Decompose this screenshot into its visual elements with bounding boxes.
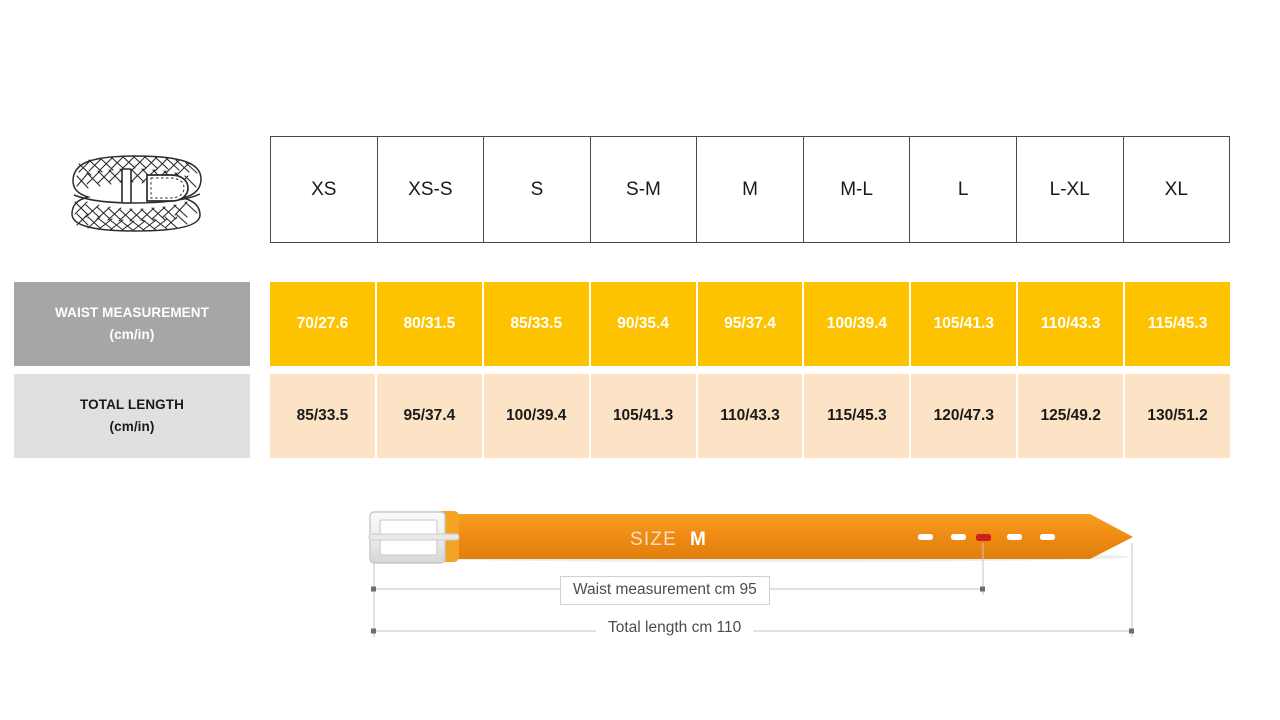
length-cell-2: 100/39.4 bbox=[483, 374, 591, 458]
row-label-waist-unit: (cm/in) bbox=[109, 327, 155, 342]
row-spacer bbox=[250, 374, 270, 458]
size-header-cell-3: S-M bbox=[591, 137, 698, 242]
length-cell-0: 85/33.5 bbox=[270, 374, 377, 458]
row-label-length-unit: (cm/in) bbox=[109, 419, 155, 434]
row-label-waist-measurement: WAIST MEASUREMENT (cm/in) bbox=[14, 282, 250, 366]
belt-hole-1 bbox=[918, 534, 933, 540]
belt-measurement-diagram bbox=[0, 495, 1280, 655]
row-cells-waist: 70/27.6 80/31.5 85/33.5 90/35.4 95/37.4 … bbox=[270, 282, 1231, 366]
size-header-cell-4: M bbox=[697, 137, 804, 242]
waist-cell-6: 105/41.3 bbox=[911, 282, 1019, 366]
length-cell-3: 105/41.3 bbox=[590, 374, 698, 458]
belt-hole-2 bbox=[951, 534, 966, 540]
waist-cell-2: 85/33.5 bbox=[483, 282, 591, 366]
size-header-cell-1: XS-S bbox=[378, 137, 485, 242]
belt-buckle-oval bbox=[146, 174, 189, 202]
size-header-cell-0: XS bbox=[271, 137, 378, 242]
row-spacer bbox=[250, 282, 270, 366]
total-length-label: Total length cm 110 bbox=[596, 617, 754, 639]
length-cell-4: 110/43.3 bbox=[697, 374, 805, 458]
waist-cell-7: 110/43.3 bbox=[1018, 282, 1126, 366]
row-label-waist-title: WAIST MEASUREMENT bbox=[55, 304, 209, 320]
size-header-cell-6: L bbox=[910, 137, 1017, 242]
length-cell-8: 130/51.2 bbox=[1125, 374, 1231, 458]
belt-buckle bbox=[368, 511, 460, 564]
waist-cell-3: 90/35.4 bbox=[590, 282, 698, 366]
braided-belt-icon bbox=[71, 155, 202, 232]
length-cell-5: 115/45.3 bbox=[804, 374, 912, 458]
belt-diagram-svg bbox=[368, 511, 1134, 637]
row-label-total-length: TOTAL LENGTH (cm/in) bbox=[14, 374, 250, 458]
belt-holes bbox=[918, 534, 1055, 541]
waist-cell-0: 70/27.6 bbox=[270, 282, 377, 366]
belt-hole-5 bbox=[1040, 534, 1055, 540]
table-row-total-length: TOTAL LENGTH (cm/in) 85/33.5 95/37.4 100… bbox=[14, 374, 1231, 458]
row-label-length-title: TOTAL LENGTH bbox=[80, 396, 184, 412]
braided-belt-illustration bbox=[55, 145, 215, 237]
belt-keeper-loop bbox=[121, 168, 132, 204]
belt-hole-4 bbox=[1007, 534, 1022, 540]
belt-strap bbox=[440, 514, 1133, 559]
waist-cell-8: 115/45.3 bbox=[1125, 282, 1231, 366]
length-cell-1: 95/37.4 bbox=[376, 374, 484, 458]
waist-cell-5: 100/39.4 bbox=[804, 282, 912, 366]
size-header-cell-8: XL bbox=[1164, 178, 1188, 200]
size-header-cell-2: S bbox=[484, 137, 591, 242]
waist-cell-1: 80/31.5 bbox=[376, 282, 484, 366]
size-header-cell-7: L-XL bbox=[1017, 137, 1124, 242]
dimension-extension-lines bbox=[373, 543, 1133, 637]
size-header-table: XS XS-S S S-M M M-L L L-XL XL bbox=[270, 136, 1230, 243]
table-row-waist-measurement: WAIST MEASUREMENT (cm/in) 70/27.6 80/31.… bbox=[14, 282, 1231, 366]
length-cell-7: 125/49.2 bbox=[1018, 374, 1126, 458]
size-header-cell-5: M-L bbox=[804, 137, 911, 242]
belt-hole-3-selected bbox=[976, 534, 991, 541]
buckle-prong bbox=[368, 533, 460, 541]
length-cell-6: 120/47.3 bbox=[911, 374, 1019, 458]
row-cells-length: 85/33.5 95/37.4 100/39.4 105/41.3 110/43… bbox=[270, 374, 1231, 458]
waist-measurement-label: Waist measurement cm 95 bbox=[560, 576, 770, 605]
waist-cell-4: 95/37.4 bbox=[697, 282, 805, 366]
